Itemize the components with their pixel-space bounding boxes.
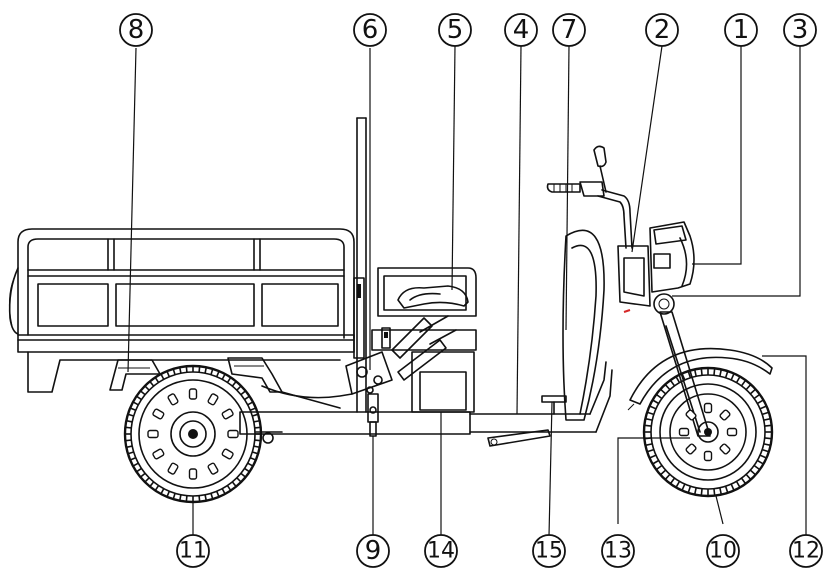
callout-14-label: 14 [427,539,455,564]
callout-15-label: 15 [535,539,563,564]
callout-5-label: 5 [447,15,464,45]
callout-9-label: 9 [365,536,382,566]
callout-4-label: 4 [513,15,530,45]
cargo-box [8,228,365,393]
callout-5: 5 [438,13,472,47]
callout-11-label: 11 [179,539,207,564]
callout-3-label: 3 [792,15,809,45]
callout-7-label: 7 [561,15,578,45]
motor-box [371,267,477,413]
callout-8: 8 [119,13,153,47]
callout-10-label: 10 [709,539,737,564]
callout-6-label: 6 [362,15,379,45]
callout-6: 6 [353,13,387,47]
callout-1-label: 1 [733,15,750,45]
callout-13-label: 13 [604,539,632,564]
callout-8-label: 8 [128,15,145,45]
handlebar-assembly [546,145,695,315]
callout-12-label: 12 [792,539,820,564]
callout-2-label: 2 [654,15,671,45]
callout-13: 13 [601,534,635,568]
callout-1: 1 [724,13,758,47]
front-wheel [642,366,774,498]
leader-lines [127,45,807,537]
callout-2: 2 [645,13,679,47]
chassis [239,361,613,447]
callout-14: 14 [424,534,458,568]
callout-3: 3 [783,13,817,47]
leg-shield [541,229,605,421]
callout-12: 12 [789,534,823,568]
callout-4: 4 [504,13,538,47]
callout-7: 7 [552,13,586,47]
front-fender [627,347,773,411]
callout-11: 11 [176,534,210,568]
callout-10: 10 [706,534,740,568]
callout-9: 9 [356,534,390,568]
rear-suspension [261,315,457,437]
rear-fender [109,357,283,393]
canopy-pole [356,117,367,413]
callout-15: 15 [532,534,566,568]
